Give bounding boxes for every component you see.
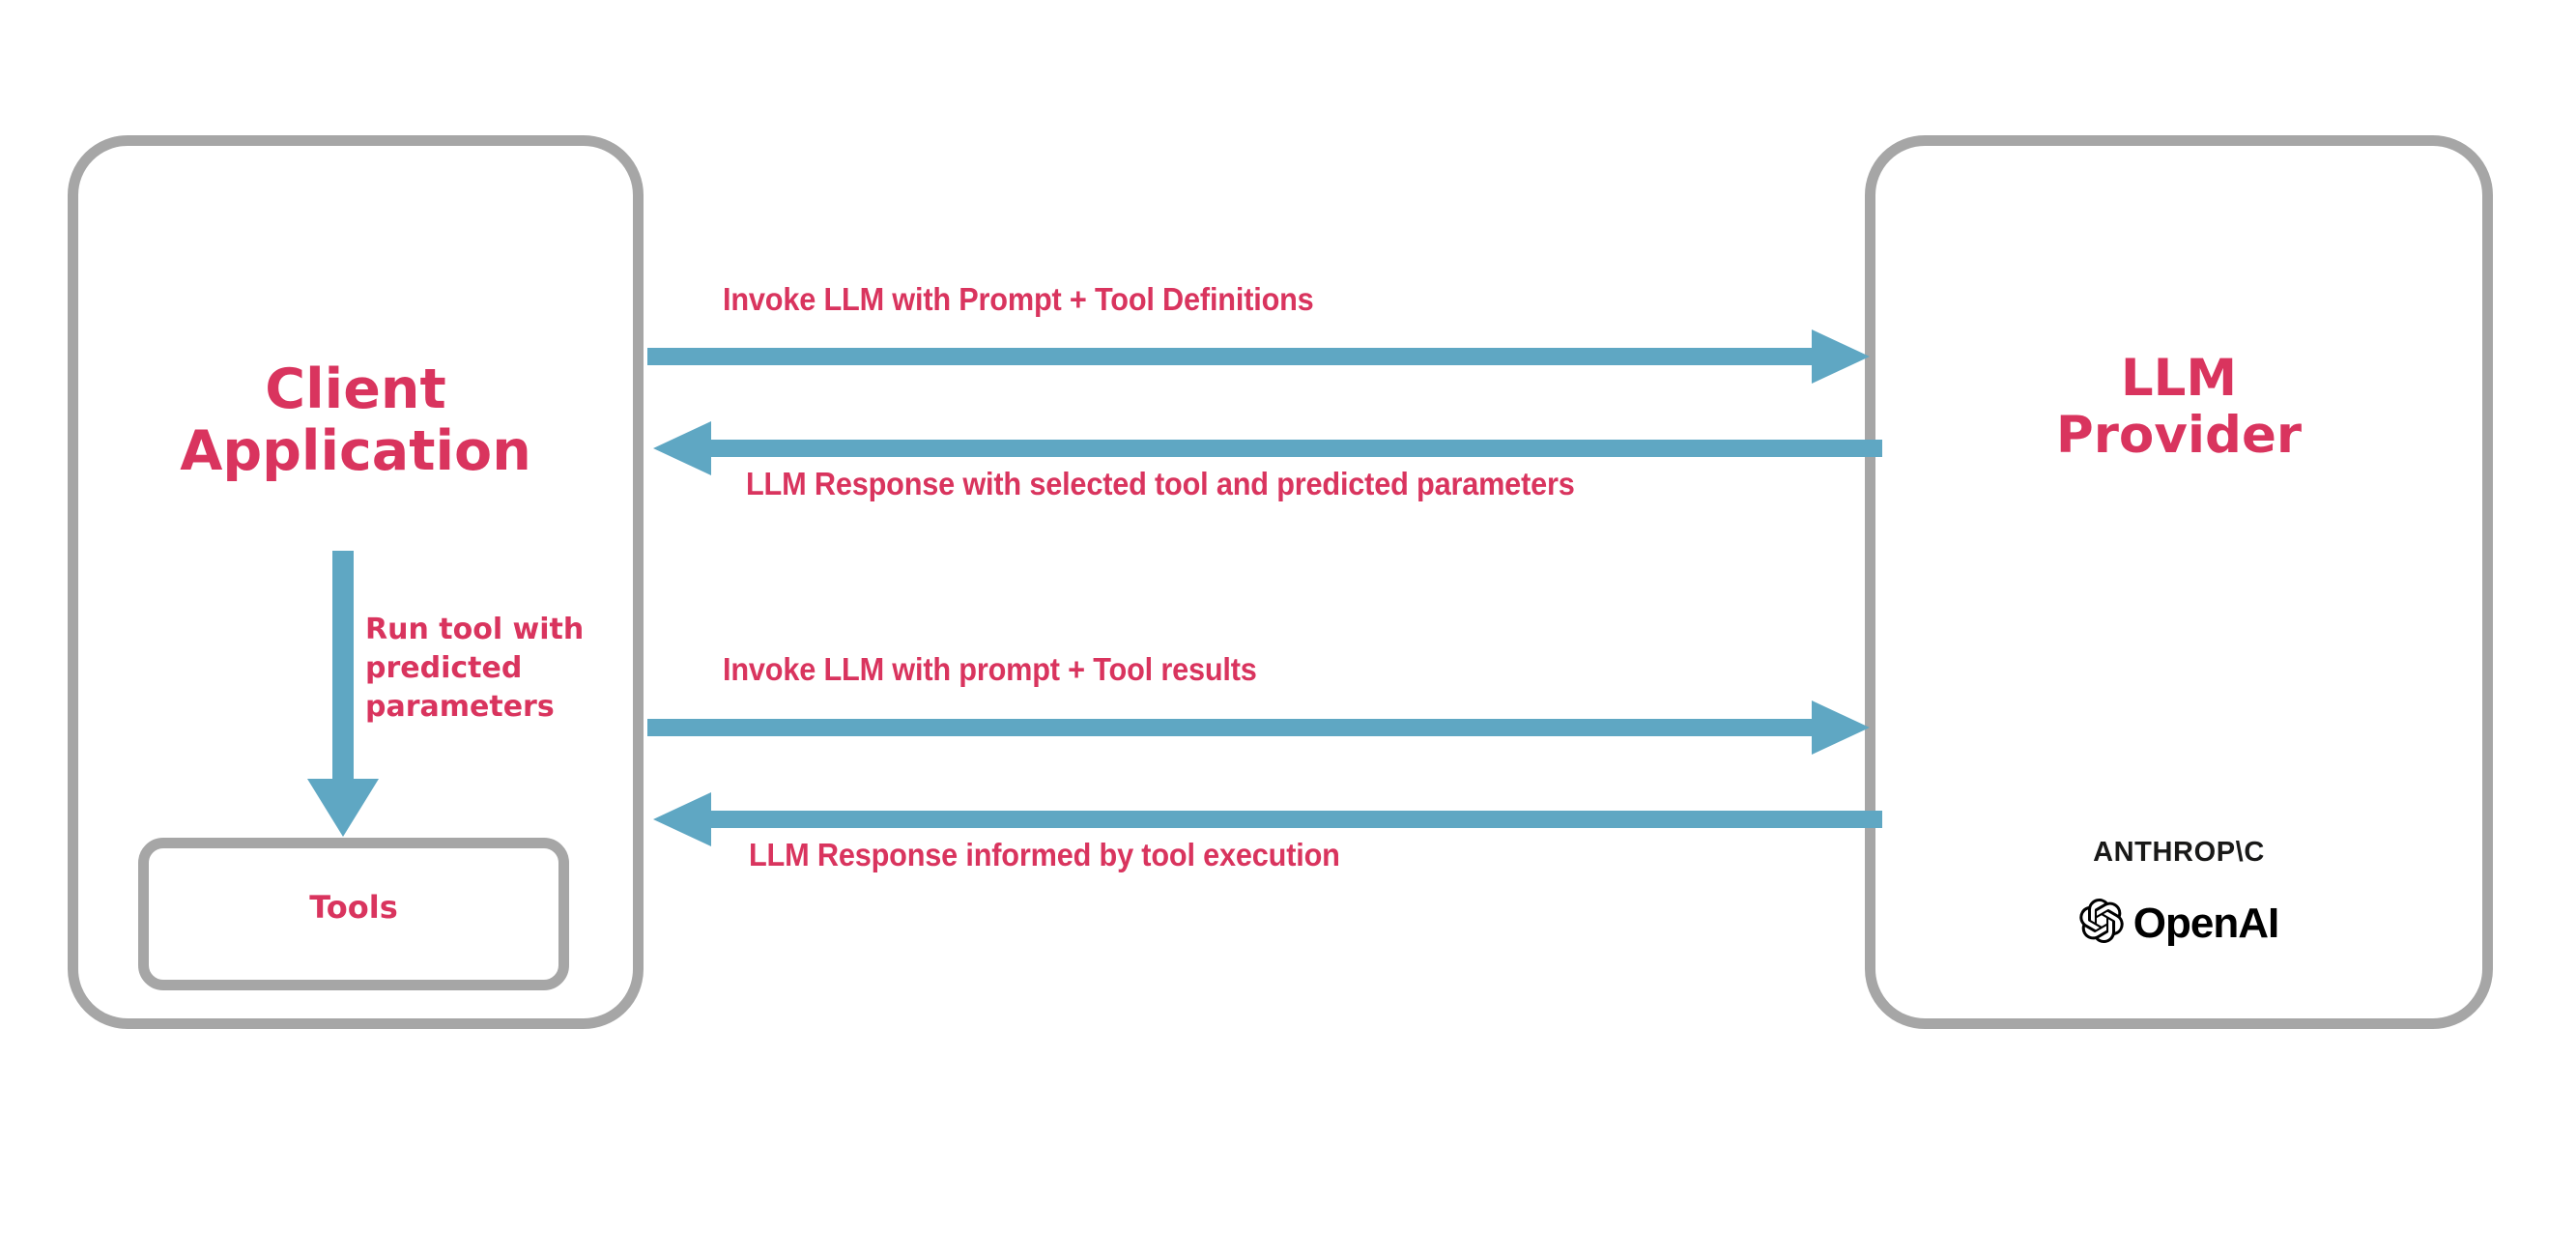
openai-wordmark: OpenAI (2132, 899, 2279, 947)
message-arrow-right-1 (647, 329, 1870, 384)
client-application-title: Client Application (180, 357, 531, 483)
message-label-3: Invoke LLM with prompt + Tool results (723, 651, 1257, 687)
tools-node (138, 838, 569, 990)
anthropic-logo: ANTHROP\C (2093, 837, 2265, 868)
run-tool-label: Run tool with predicted parameters (365, 613, 585, 724)
message-arrow-right-3 (647, 700, 1870, 755)
message-label-4: LLM Response informed by tool execution (749, 837, 1340, 872)
openai-mark-icon (2079, 899, 2124, 948)
run-tool-arrow (290, 551, 396, 841)
message-arrow-left-2 (653, 421, 1882, 475)
message-label-1: Invoke LLM with Prompt + Tool Definition… (723, 281, 1314, 317)
message-arrow-left-4 (653, 792, 1882, 846)
tools-label: Tools (309, 889, 398, 926)
llm-provider-node (1865, 135, 2493, 1029)
llm-provider-title: LLM Provider (2055, 349, 2303, 466)
message-label-2: LLM Response with selected tool and pred… (746, 466, 1575, 501)
openai-logo: OpenAI (1865, 899, 2493, 948)
